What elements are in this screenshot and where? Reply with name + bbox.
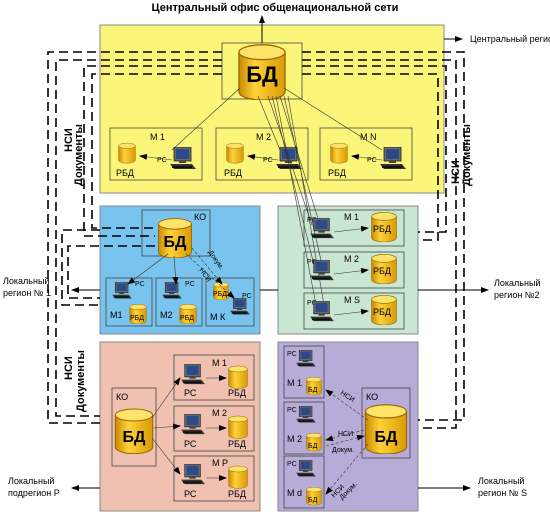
green-ms-label: М S (344, 295, 360, 305)
blue-m2-label: М2 (160, 310, 173, 320)
green-m2-pc-label: РС (307, 259, 317, 266)
left-upper-nsi-label: НСИ (63, 128, 75, 152)
purple-m1-label: М 1 (287, 378, 302, 388)
purple-m1-pc-label: РС (287, 351, 297, 358)
pink-ko-label: КО (116, 392, 128, 402)
central-m1-rdb-icon (118, 142, 136, 164)
green-ms-pc-label: РС (307, 300, 317, 307)
local-region-2-label-line1: Локальный (494, 278, 540, 288)
purple-ko-label: КО (366, 392, 378, 402)
pink-m1-label: М 1 (212, 358, 227, 368)
blue-mk-label: М К (210, 312, 226, 322)
central-mn-label: М N (360, 132, 377, 142)
central-m2-rdb-label: РБД (224, 168, 242, 178)
central-m1-label: М 1 (150, 132, 165, 142)
purple-db-label: БД (375, 429, 399, 446)
left-lower-nsi-label: НСИ (63, 356, 75, 380)
diagram-title: Центральный офис общенациональной сети (152, 2, 399, 14)
pink-m2-pc-label: РС (184, 439, 197, 449)
central-m1-pc-label: РС (157, 157, 167, 164)
pink-mp-rdb-label: РБД (228, 489, 246, 499)
pink-m2-rdb-icon (228, 415, 248, 439)
blue-m2-rdb-label: РБД (180, 315, 194, 322)
pink-m1-rdb-label: РБД (228, 388, 246, 398)
central-m2-pc-label: РС (263, 157, 273, 164)
central-m2-label: М 2 (256, 132, 271, 142)
purple-m2-db-label: БД (308, 443, 318, 450)
left-lower-docs-label: Документы (75, 350, 87, 412)
purple-nsi-label-2: НСИ (338, 431, 353, 438)
pink-mp-rdb-icon (228, 465, 248, 489)
blue-ko-label: КО (194, 212, 206, 222)
left-upper-docs-label: Документы (73, 124, 85, 186)
blue-mk-pc-label: РС (242, 293, 252, 300)
purple-md-label: М d (287, 488, 302, 498)
pink-m1-pc-label: РС (184, 388, 197, 398)
pink-m2-rdb-label: РБД (228, 439, 246, 449)
local-region-1-label-line2: регион № 1 (3, 288, 51, 298)
blue-m1-label: М1 (110, 310, 123, 320)
purple-m2-label: М 2 (287, 434, 302, 444)
purple-m2-pc-label: РС (287, 407, 297, 414)
local-region-s-label-line2: регион № S (478, 488, 527, 498)
green-m2-rdb-label: РБД (373, 266, 391, 276)
purple-m1-db-label: БД (308, 387, 318, 394)
central-m1-rdb-label: РБД (116, 168, 134, 178)
green-m1-pc-label: РС (307, 217, 317, 224)
central-mn-pc-label: РС (367, 157, 377, 164)
blue-mk-rdb-label: РБД (213, 291, 227, 298)
central-region-label: Центральный регион (470, 34, 550, 44)
purple-md-db-label: БД (308, 497, 318, 504)
blue-m1-rdb-label: РБД (130, 315, 144, 322)
central-mn-rdb-icon (330, 142, 348, 164)
local-region-1-label-line1: Локальный (3, 276, 49, 286)
purple-docs-label-2: Докум. (332, 447, 354, 454)
central-db-label: БД (246, 62, 278, 87)
local-region-s-label-line1: Локальный (478, 476, 524, 486)
right-upper-docs-label: Документы (461, 124, 473, 186)
green-m1-rdb-label: РБД (373, 224, 391, 234)
purple-md-pc-label: РС (287, 461, 297, 468)
local-subregion-p-label-line1: Локальный (8, 476, 54, 486)
local-region-2-label-line2: регион №2 (494, 290, 539, 300)
blue-db-label: БД (164, 234, 188, 251)
central-mn-rdb-label: РБД (328, 168, 346, 178)
local-region-2-box (277, 205, 419, 335)
blue-m2-pc-label: РС (185, 281, 195, 288)
pink-m2-label: М 2 (212, 408, 227, 418)
green-ms-rdb-label: РБД (373, 307, 391, 317)
pink-mp-label: М Р (212, 458, 228, 468)
green-m2-label: М 2 (344, 254, 359, 264)
pink-m1-rdb-icon (228, 365, 248, 389)
pink-db-label: БД (123, 429, 147, 446)
blue-m1-pc-label: РС (135, 281, 145, 288)
central-m2-rdb-icon (226, 142, 244, 164)
green-m1-label: М 1 (344, 212, 359, 222)
pink-mp-pc-label: РС (184, 489, 197, 499)
right-upper-nsi-label: НСИ (450, 160, 462, 184)
local-subregion-p-label-line2: подрегион Р (8, 488, 60, 498)
